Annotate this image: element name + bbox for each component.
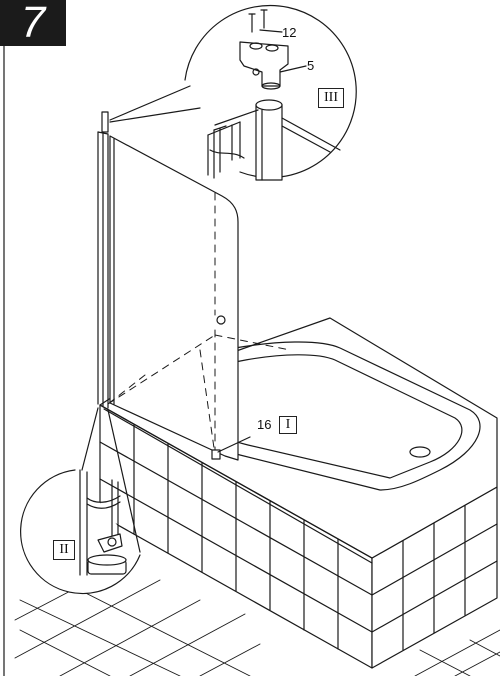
detail-circle-top [109, 4, 357, 181]
detail-label-top: III [318, 88, 344, 108]
glass-panel [107, 135, 291, 461]
step-number-badge: 7 [0, 0, 66, 47]
detail-label-clip: I [279, 416, 297, 434]
bathtub-front-panel [99, 404, 498, 669]
callout-screw: 12 [282, 25, 297, 40]
callout-clip: 16 [257, 417, 272, 432]
wall-profile [97, 111, 109, 409]
detail-circle-bottom [20, 407, 141, 595]
callout-cap: 5 [307, 58, 315, 73]
detail-label-bottom: II [53, 540, 75, 560]
